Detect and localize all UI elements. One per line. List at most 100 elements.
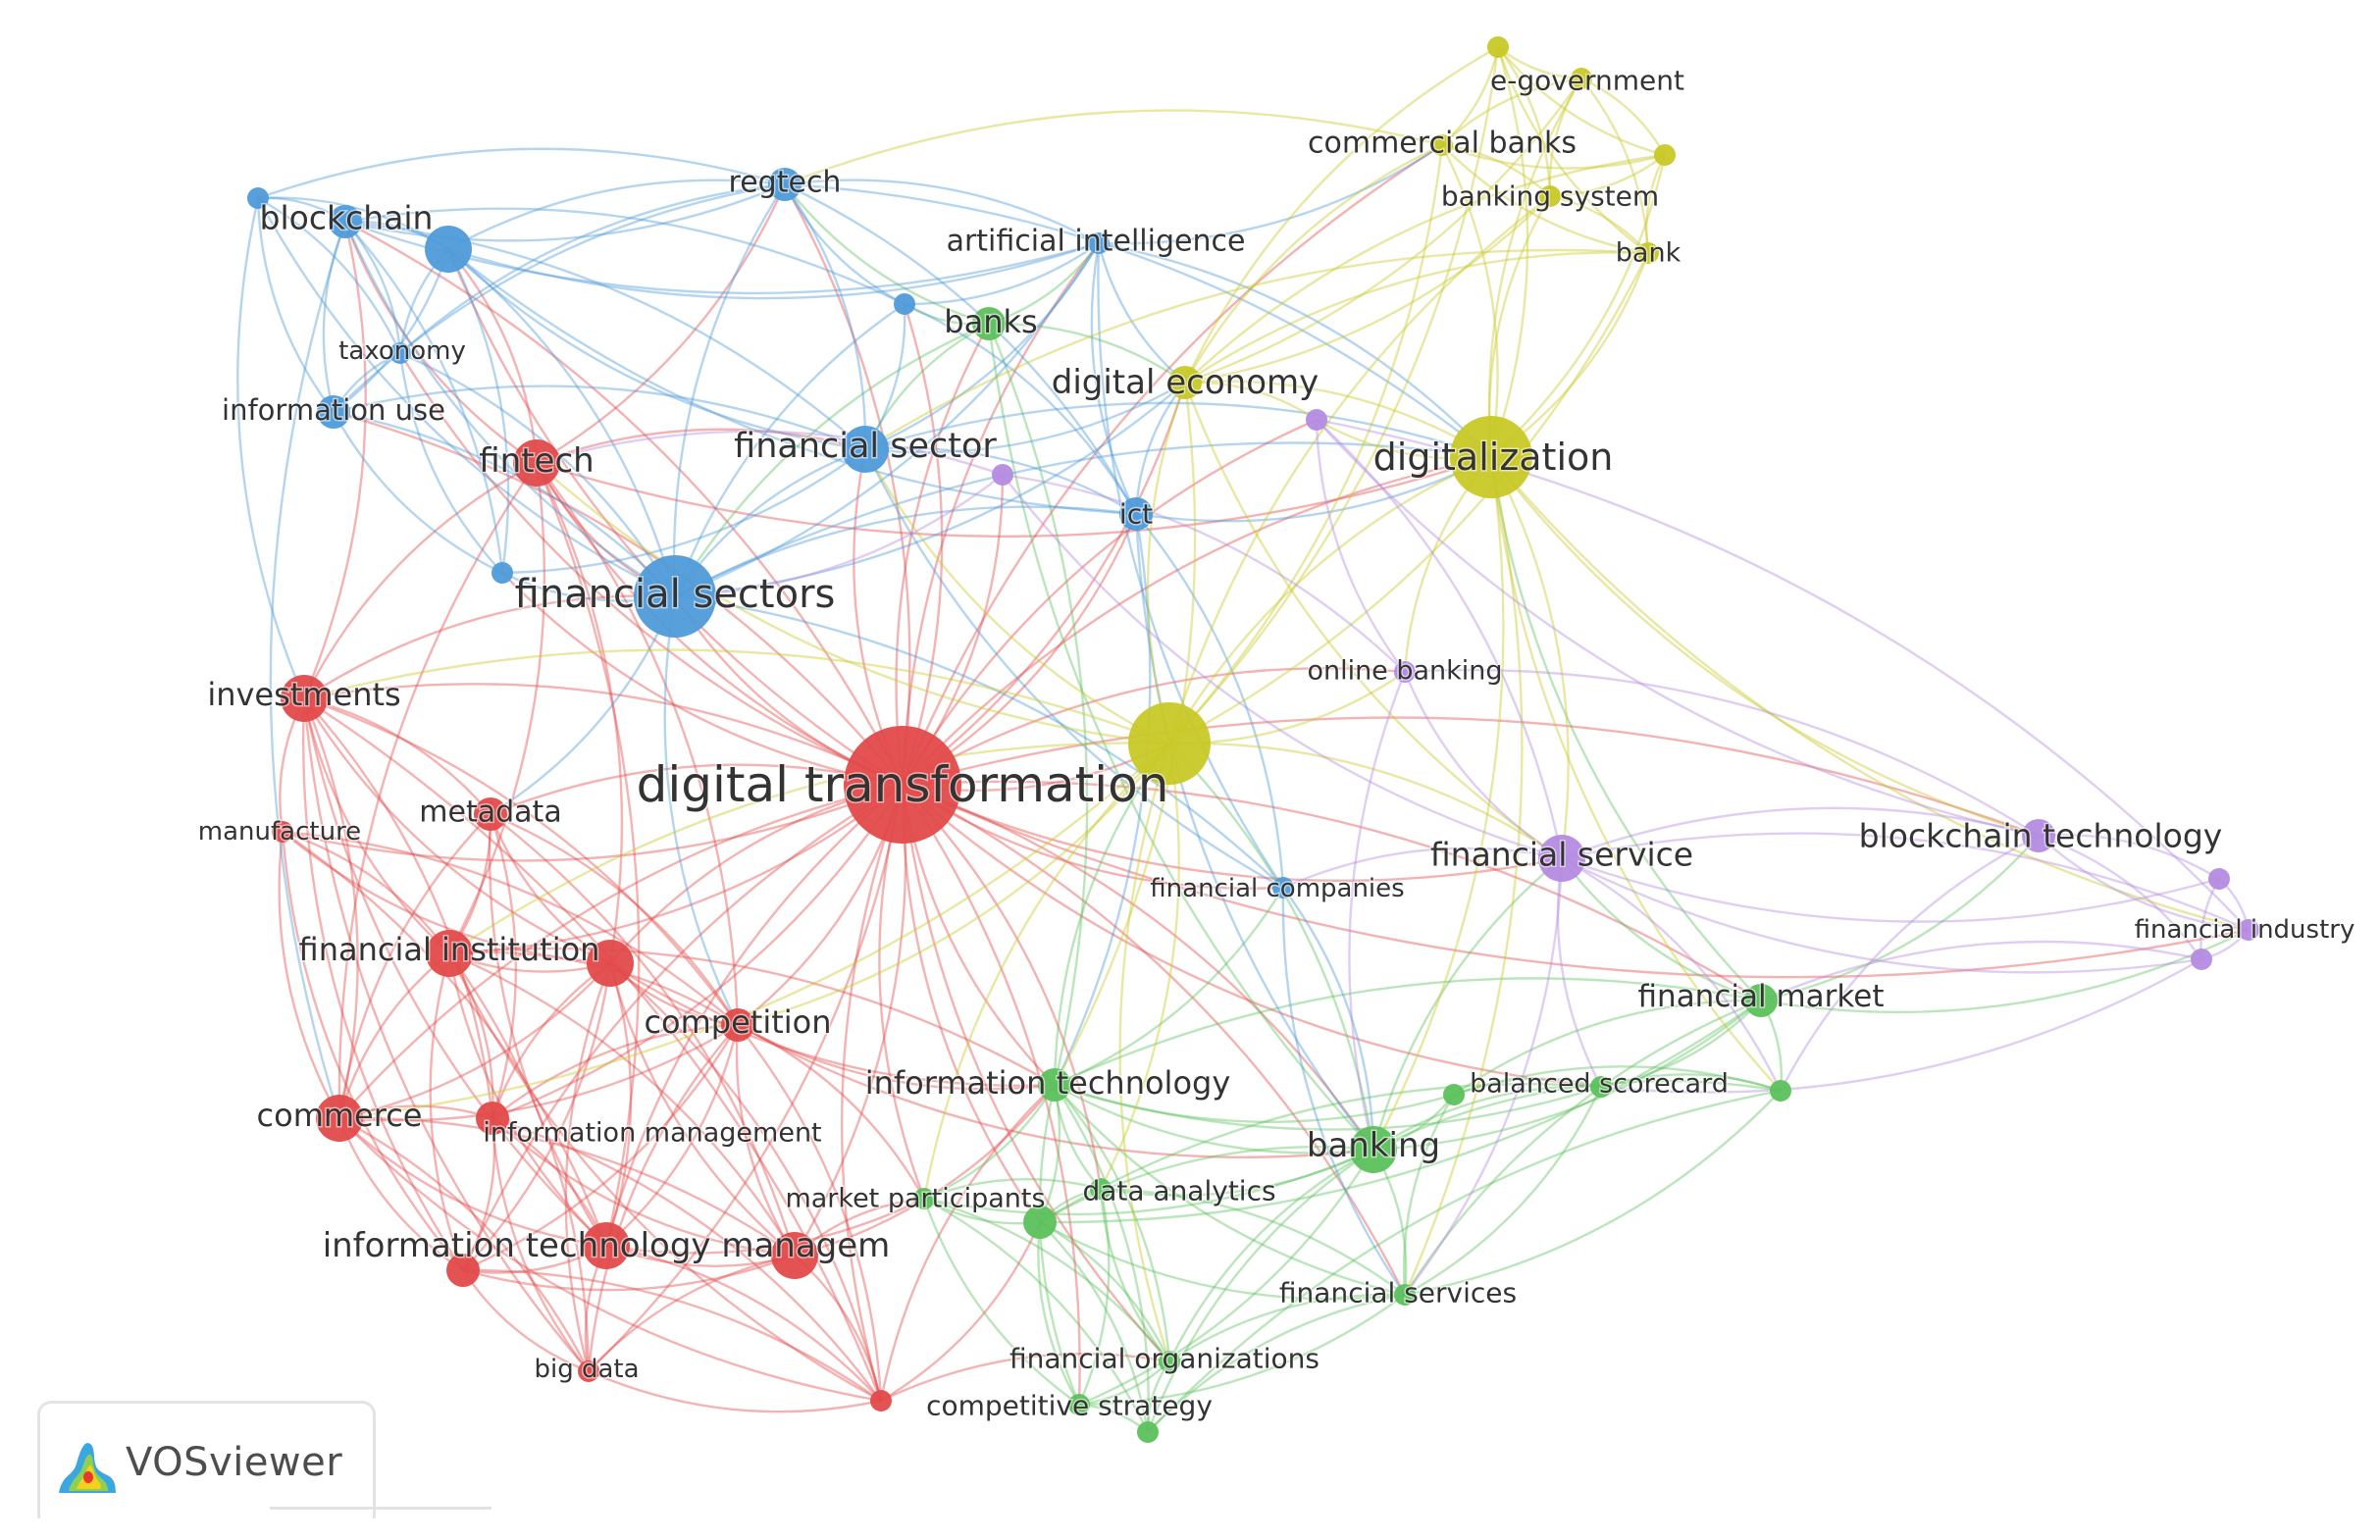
node-red-unlabeled-1[interactable] — [587, 940, 634, 987]
node-information-technology-managem[interactable] — [583, 1222, 630, 1269]
link-red_unlabeled_1-red_unlabeled_2 — [608, 962, 796, 1257]
node-banking-system[interactable] — [1539, 185, 1561, 207]
node-financial-sector[interactable] — [842, 426, 889, 473]
node-commercial-banks[interactable] — [1431, 134, 1453, 156]
node-manufacture[interactable] — [272, 821, 293, 843]
node-information-use[interactable] — [317, 395, 350, 429]
link-financial_sector-financial_companies — [863, 448, 1284, 890]
link-financial_service-green_unlabeled_2 — [1561, 856, 1783, 1092]
node-financial-market[interactable] — [1744, 984, 1778, 1017]
node-green-unlabeled-4[interactable] — [1137, 1421, 1159, 1443]
link-competition-commerce — [338, 1023, 739, 1122]
node-commerce[interactable] — [316, 1095, 363, 1142]
node-purple-unlabeled-4[interactable] — [2191, 949, 2212, 970]
label-online-banking: online banking — [1307, 656, 1502, 687]
node-blue-unlabeled-4[interactable] — [492, 562, 513, 584]
link-digitalization-financial_service — [1489, 456, 1570, 859]
node-blockchain-technology[interactable] — [2022, 819, 2055, 852]
link-banks-digital_economy — [988, 322, 1186, 384]
label-financial-organizations: financial organizations — [1009, 1343, 1319, 1375]
node-competition[interactable] — [721, 1008, 754, 1042]
link-blue_unlabeled_2-financial_sector — [447, 248, 866, 451]
node-competitive-strategy[interactable] — [1068, 1394, 1090, 1415]
node-red-unlabeled-3[interactable] — [446, 1254, 480, 1287]
link-blockchain_technology-financial_industry — [2038, 835, 2250, 932]
link-yellow_unlabeled_3-financial_institution — [448, 742, 1170, 954]
node-financial-institution[interactable] — [426, 930, 473, 977]
node-financial-organizations[interactable] — [1159, 1351, 1180, 1372]
link-blue_unlabeled_2-financial_sectors — [447, 248, 677, 597]
link-digital_transformation-blue_unlabeled_3 — [901, 303, 944, 786]
label-balanced-scorecard: balanced scorecard — [1470, 1069, 1729, 1100]
link-green_unlabeled_3-green_unlabeled_4 — [1039, 1221, 1150, 1433]
link-financial_sectors-competition — [663, 595, 740, 1026]
node-purple-unlabeled-1[interactable] — [1306, 409, 1327, 431]
node-financial-companies[interactable] — [1272, 877, 1294, 898]
node-investments[interactable] — [281, 675, 328, 722]
link-yellow_unlabeled_3-competition — [737, 743, 1170, 1027]
node-banking[interactable] — [1350, 1126, 1397, 1173]
node-banks[interactable] — [972, 307, 1006, 340]
link-digital_transformation-blockchain_technology — [902, 716, 2040, 838]
link-financial_service-financial_companies — [1282, 847, 1563, 890]
link-digital_transformation-red_unlabeled_4 — [841, 784, 905, 1402]
node-green-unlabeled-2[interactable] — [1770, 1080, 1791, 1102]
node-yellow-unlabeled-1[interactable] — [1487, 36, 1509, 58]
link-artificial_intelligence-digitalization — [1098, 241, 1492, 458]
node-yellow-unlabeled-3[interactable] — [1128, 702, 1211, 785]
node-blockchain[interactable] — [329, 205, 362, 238]
node-bank[interactable] — [1637, 242, 1659, 264]
node-artificial-intelligence[interactable] — [1088, 232, 1110, 254]
link-purple_unlabeled_4-balanced_scorecard — [1600, 957, 2202, 1094]
label-artificial-intelligence: artificial intelligence — [947, 225, 1246, 259]
node-purple-unlabeled-2[interactable] — [992, 464, 1013, 486]
link-red_unlabeled_1-red_unlabeled_3 — [462, 962, 612, 1271]
node-balanced-scorecard[interactable] — [1590, 1076, 1612, 1098]
link-financial_institution-red_unlabeled_4 — [447, 952, 882, 1403]
link-financial_service-purple_unlabeled_4 — [1561, 856, 2202, 974]
label-financial-companies: financial companies — [1150, 874, 1404, 903]
node-market-participants[interactable] — [913, 1188, 935, 1209]
node-metadata[interactable] — [474, 797, 507, 831]
link-yellow_unlabeled_3-commerce — [338, 743, 1170, 1120]
node-fintech[interactable] — [513, 439, 560, 487]
node-information-management[interactable] — [476, 1102, 509, 1135]
node-blue-unlabeled-2[interactable] — [425, 226, 472, 273]
link-metadata-commerce — [337, 813, 492, 1119]
node-blue-unlabeled-1[interactable] — [247, 187, 269, 209]
node-green-unlabeled-3[interactable] — [1023, 1206, 1057, 1239]
node-green-unlabeled-1[interactable] — [1443, 1084, 1465, 1105]
node-purple-unlabeled-3[interactable] — [2208, 868, 2230, 890]
node-digitalization[interactable] — [1450, 416, 1532, 498]
link-financial_services-competitive_strategy — [1078, 1294, 1406, 1407]
link-blockchain-financial_sector — [344, 220, 866, 450]
node-big-data[interactable] — [578, 1360, 599, 1382]
link-information_technology-financial_companies — [1054, 887, 1285, 1087]
link-e_government-digital_economy — [1184, 77, 1582, 385]
link-investments-information_management — [303, 697, 494, 1119]
node-regtech[interactable] — [768, 168, 802, 201]
node-financial-service[interactable] — [1538, 835, 1585, 882]
link-competition-market_participants — [737, 1023, 926, 1200]
node-financial-industry[interactable] — [2238, 919, 2259, 941]
node-taxonomy[interactable] — [389, 342, 411, 364]
node-data-analytics[interactable] — [1090, 1178, 1112, 1200]
link-balanced_scorecard-green_unlabeled_2 — [1600, 1073, 1782, 1093]
node-yellow-unlabeled-2[interactable] — [1654, 144, 1676, 166]
node-digital-economy[interactable] — [1168, 366, 1202, 399]
node-ict[interactable] — [1119, 497, 1153, 531]
node-information-technology[interactable] — [1038, 1068, 1071, 1102]
node-online-banking[interactable] — [1394, 661, 1416, 683]
node-digital-transformation[interactable] — [844, 726, 961, 844]
node-blue-unlabeled-3[interactable] — [894, 293, 915, 315]
node-red-unlabeled-4[interactable] — [870, 1390, 892, 1412]
node-financial-services[interactable] — [1394, 1284, 1416, 1306]
link-artificial_intelligence-commercial_banks — [1098, 144, 1443, 245]
label-information-technology: information technology — [865, 1064, 1231, 1102]
link-banking-green_unlabeled_2 — [1372, 1079, 1782, 1152]
node-red-unlabeled-2[interactable] — [771, 1232, 818, 1279]
node-e-government[interactable] — [1571, 68, 1592, 89]
link-financial_services-financial_organizations — [1168, 1293, 1406, 1363]
node-financial-sectors[interactable] — [634, 555, 716, 638]
